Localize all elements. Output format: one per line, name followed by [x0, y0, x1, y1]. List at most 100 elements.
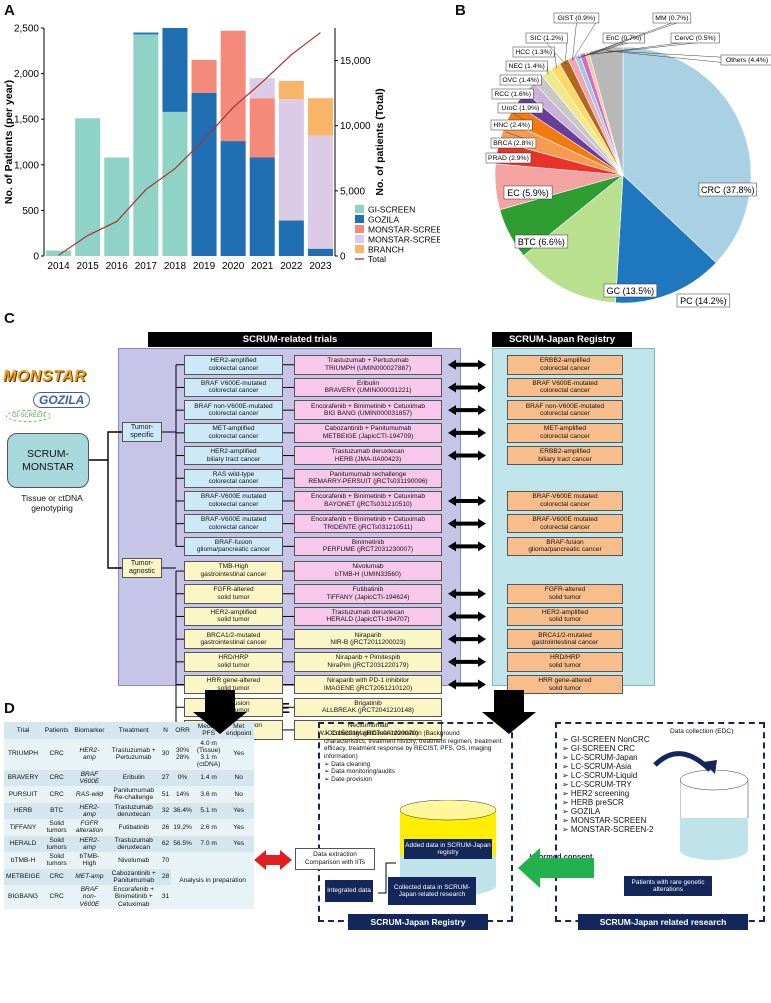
- pie-label-box: [676, 293, 731, 308]
- panel-b-letter: B: [455, 2, 466, 19]
- bar-gi-screen-2014: [46, 250, 72, 256]
- trial-box: Nivolumab bTMB-H (UMIN33560): [294, 561, 442, 581]
- table-cell: BRAF non-V600E: [71, 885, 108, 909]
- table-cell: Yes: [223, 738, 254, 770]
- bar-gi-screen-2018: [162, 111, 188, 257]
- pie-leader: [572, 22, 577, 61]
- pie-label: PC (14.2%): [680, 296, 727, 306]
- table-cell: BIGBANG: [4, 885, 43, 909]
- bar-gozila-2020: [220, 141, 246, 256]
- trial-box: Encorafenib + Binimetinib + Cetuximab TR…: [294, 513, 442, 534]
- bar-gozila-2021: [249, 157, 275, 256]
- table-cell: CRC: [42, 868, 72, 885]
- pie-label: SIC (1.2%): [530, 35, 563, 42]
- table-cell: bTMB-H: [4, 852, 43, 869]
- registry-header: SCRUM-Japan Registry: [492, 332, 632, 347]
- table-cell: Futibatinib: [107, 819, 160, 836]
- table-header: Met endpoint: [223, 722, 254, 739]
- tumor-agnostic-label: Tumor- agnostic: [122, 558, 162, 578]
- table-cell: RAS-wild: [71, 786, 108, 803]
- pie-label-box: [720, 54, 771, 66]
- table-cell: BTC: [42, 802, 72, 819]
- condition-box: BRAF non-V600E-mutated colorectal cancer: [184, 400, 283, 420]
- table-cell: HERB: [4, 802, 43, 819]
- condition-box: BRAF V600E-mutated colorectal cancer: [184, 377, 283, 398]
- panel-e-letter: E: [280, 700, 291, 717]
- research-item: ➢ HER2 screening: [562, 788, 630, 798]
- legend-swatch: [355, 205, 364, 213]
- pie-label: EC (5.9%): [507, 188, 549, 198]
- table-cell: Yes: [223, 819, 254, 836]
- legend-label: MONSTAR-SCREEN: [368, 225, 440, 235]
- bar-gozila-2019: [191, 92, 217, 256]
- trial-box: Niraparib + Pimitespib NiraPim (jRCT2031…: [294, 652, 442, 672]
- table-cell: Solid tumors: [42, 852, 72, 869]
- x-tick-label: 2016: [106, 261, 129, 272]
- trial-box: Encorafenib + Binimetinib + Cetuximab BI…: [294, 400, 442, 420]
- pie-label: BTC (6.6%): [518, 237, 565, 247]
- pie-label-box: [553, 12, 600, 24]
- bar-gi-screen-2015: [75, 118, 101, 257]
- trial-box: Binimetinib PERFUME (jRCT2031230007): [294, 536, 442, 557]
- table-header: Biomarker: [71, 722, 108, 739]
- table-header: Treatment: [107, 722, 160, 739]
- table-cell: No: [223, 769, 254, 786]
- registry-box: MET-amplified colorectal cancer: [507, 423, 623, 443]
- registry-label: SCRUM-Japan Registry: [348, 914, 488, 930]
- table-cell: 26: [159, 819, 172, 836]
- pie-leader: [546, 42, 566, 64]
- y-axis-right-label: No. of patients (Total): [374, 88, 386, 195]
- legend-swatch: [355, 245, 364, 253]
- table-cell: CRC: [42, 738, 72, 770]
- table-header: Patients: [42, 722, 72, 739]
- condition-box: TMB-High gastrointestinal cancer: [184, 561, 283, 581]
- table-header: Trial: [4, 722, 43, 739]
- monstar-logo: MONSTAR: [3, 368, 87, 385]
- pie-label-box: [499, 74, 542, 86]
- table-cell: Nivolumab: [107, 852, 160, 869]
- trial-box: Necitumumab WJOG15021M (jRCTs041220070): [294, 720, 442, 740]
- trial-box: Panitumumab rechallenge REMARRY-PERSUIT …: [294, 468, 442, 488]
- condition-box: MET-amplified colorectal cancer: [184, 423, 283, 443]
- condition-box: HRR gene-altered solid tumor: [184, 674, 283, 695]
- pie-label-box: [525, 32, 568, 44]
- table-cell: HER2-amp: [71, 802, 108, 819]
- pie-label: HNC (2.4%): [493, 122, 530, 129]
- condition-box: ALK-fusion solid tumor: [184, 697, 283, 717]
- x-tick-label: 2015: [77, 261, 100, 272]
- condition-box: BRAF-V600E mutated colorectal cancer: [184, 513, 283, 534]
- legend-label: Total: [368, 254, 386, 264]
- table-cell: HER2-amp: [71, 738, 108, 770]
- pie-leader: [572, 17, 600, 61]
- registry-box: BRAF V600E-mutated colorectal cancer: [507, 377, 623, 398]
- research-item: ➢ LC-SCRUM-Liquid: [562, 770, 638, 780]
- table-cell: 4.0 m (Tissue) 3.1 m (ctDNA): [193, 738, 224, 770]
- condition-box: HER2-amplified solid tumor: [184, 606, 283, 627]
- bar-gi-screen-2016: [104, 157, 130, 256]
- table-cell: TiFFANY: [4, 819, 43, 836]
- table-cell: Trastuzumab deruxtecan: [107, 835, 160, 852]
- table-cell: Yes: [223, 802, 254, 819]
- table-cell: 56.5%: [171, 835, 194, 852]
- pie-label: HCC (1.3%): [515, 49, 552, 56]
- bar-chart: 05001,0001,5002,0002,50005,00010,00015,0…: [3, 24, 440, 273]
- analysis-cell: Analysis in preparation: [171, 852, 254, 909]
- y-right-tick-label: 5,000: [340, 186, 365, 197]
- research-cylinder: [680, 770, 749, 860]
- trial-box: Eribulin BRAVERY (UMIN000031221): [294, 377, 442, 398]
- panel-c-letter: C: [4, 310, 15, 327]
- pie-label-box: [514, 234, 569, 249]
- bullet-item: ➢ Collecting additional information (Bac…: [324, 730, 502, 761]
- table-cell: HERALD: [4, 835, 43, 852]
- x-tick-label: 2019: [193, 261, 216, 272]
- tumor-specific-label: Tumor- specific: [122, 422, 162, 442]
- pie-label-box: [652, 12, 692, 24]
- pie-label-box: [490, 119, 533, 131]
- table-cell: METBEIGE: [4, 868, 43, 885]
- y-tick-label: 2,000: [14, 69, 39, 80]
- bar-monstar-screen-2-2022: [278, 99, 304, 221]
